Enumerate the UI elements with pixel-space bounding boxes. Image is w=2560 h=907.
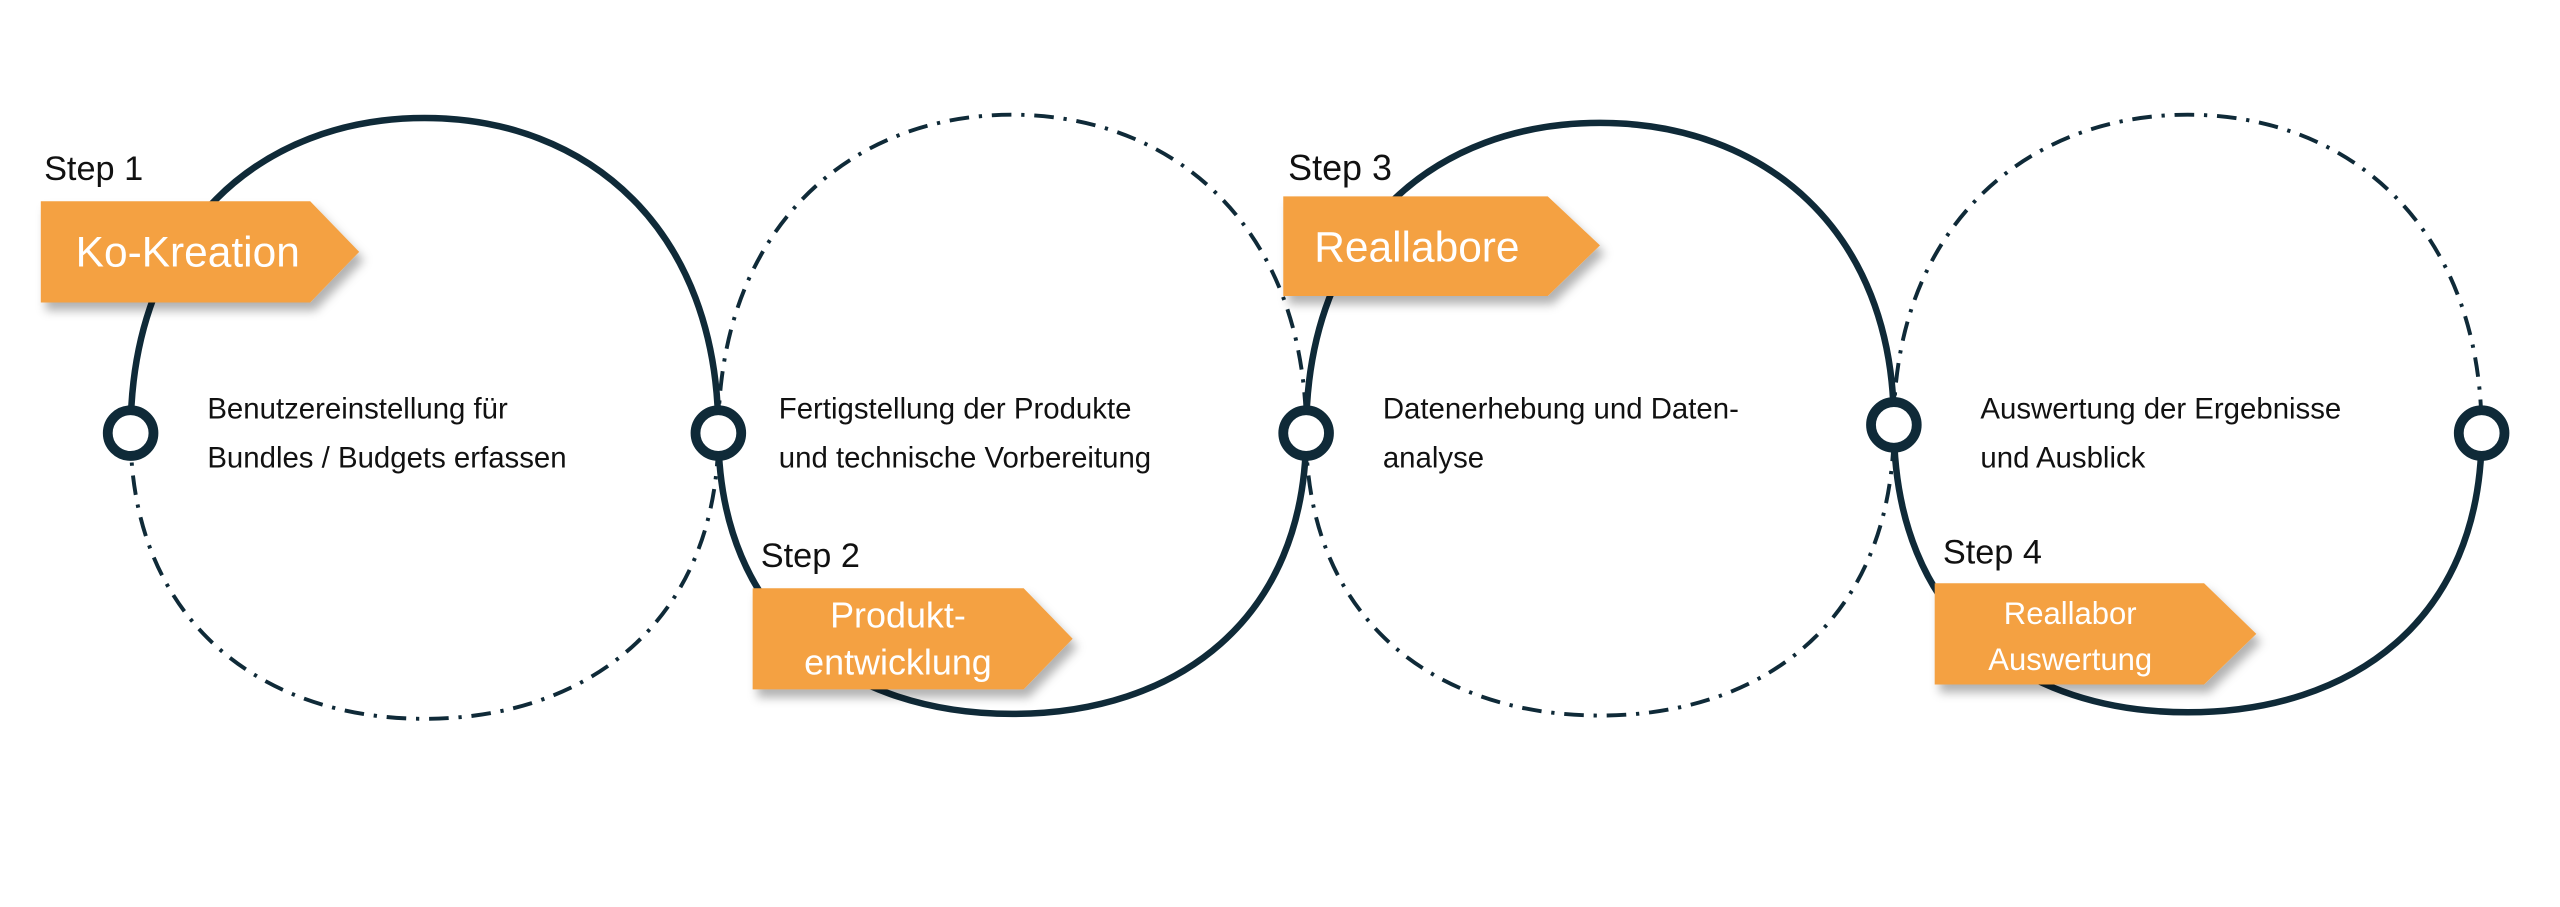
step-1-title: Ko-Kreation: [76, 229, 300, 276]
step-4-banner: [1934, 583, 2257, 685]
step-2-description-line-2: und technische Vorbereitung: [779, 441, 1151, 474]
step-3-description-line-1: Datenerhebung und Daten-: [1383, 392, 1739, 425]
cycle-2-solid-arc: [715, 433, 1310, 718]
step-2-title-line-1: Produkt-: [830, 594, 966, 635]
cycle-2-dashed-arc: [716, 112, 1309, 434]
step-4-title-line-2: Auswertung: [1988, 642, 2152, 677]
step-1-label: Step 1: [44, 150, 143, 188]
step-3-title: Reallabore: [1314, 224, 1519, 271]
milestone-node-2: [690, 405, 747, 461]
step-2-title-line-2: entwicklung: [804, 642, 992, 683]
step-2-banner: [752, 588, 1073, 690]
step-1-banner: [40, 201, 360, 303]
step-3-banner: [1283, 196, 1600, 296]
milestone-node-4: [1866, 397, 1922, 453]
milestone-node-5: [2453, 405, 2510, 461]
cycle-1-dashed-arc: [128, 433, 721, 721]
step-2-label: Step 2: [761, 537, 860, 575]
step-4-title-line-1: Reallabor: [2004, 596, 2137, 631]
step-1-description-line-2: Bundles / Budgets erfassen: [207, 441, 566, 474]
cycle-3-dashed-arc: [1304, 424, 1896, 718]
cycle-4-dashed-arc: [1891, 112, 2484, 434]
step-4-description-line-1: Auswertung der Ergebnisse: [1980, 392, 2341, 425]
milestone-node-3: [1278, 405, 1334, 461]
cycle-4-solid-arc: [1890, 424, 2485, 716]
step-3-description-line-2: analyse: [1383, 441, 1484, 474]
milestone-node-1: [102, 405, 159, 461]
step-3-label: Step 3: [1288, 147, 1392, 188]
step-2-description-line-1: Fertigstellung der Produkte: [779, 392, 1132, 425]
step-4-label: Step 4: [1943, 534, 2042, 572]
step-4-description-line-2: und Ausblick: [1980, 441, 2145, 474]
step-1-description-line-1: Benutzereinstellung für: [207, 392, 508, 425]
